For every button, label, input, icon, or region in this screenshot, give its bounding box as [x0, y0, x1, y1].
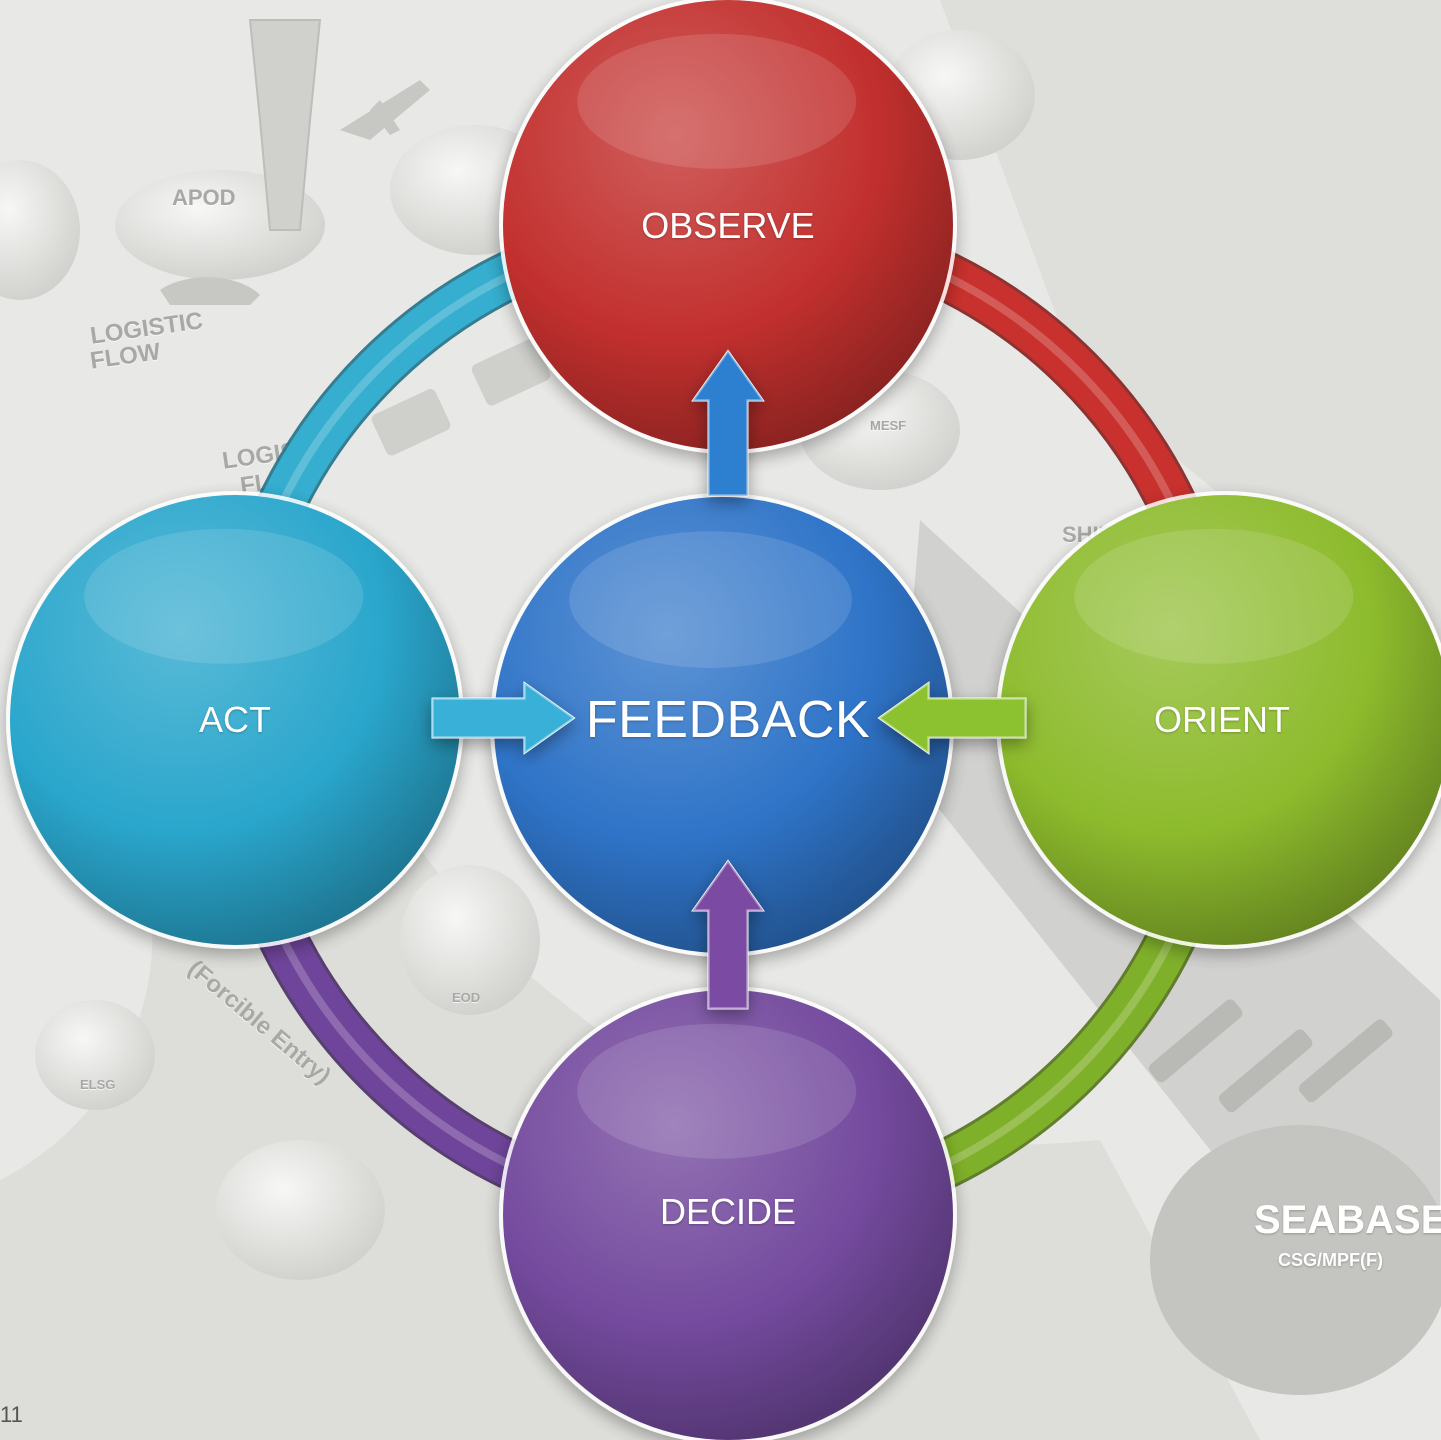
seabase-disc — [1150, 1125, 1441, 1395]
left-disc — [0, 160, 80, 300]
truck-icon-2 — [471, 339, 551, 406]
arrow-center-to-observe-icon — [691, 349, 765, 497]
bg-label-eod: EOD — [452, 990, 481, 1005]
feedback-label: FEEDBACK — [585, 691, 871, 749]
truck-icon-1 — [371, 389, 451, 456]
orient-label: ORIENT — [1153, 699, 1291, 740]
bg-label-seabase: SEABASE — [1254, 1198, 1441, 1242]
arrow-orient-to-center-icon — [877, 681, 1027, 755]
decide-label: DECIDE — [659, 1191, 797, 1232]
helicopter-icon — [160, 277, 260, 305]
control-tower-icon — [248, 19, 322, 231]
act-circle — [6, 491, 464, 949]
bg-label-mesf: MESF — [870, 418, 907, 433]
observe-circle — [499, 0, 957, 454]
observe-label: OBSERVE — [641, 205, 815, 246]
bg-label-elsg: ELSG — [80, 1077, 116, 1092]
feedback-circle — [490, 493, 954, 957]
arrow-decide-to-center-icon — [691, 859, 765, 1010]
ships-group — [1148, 999, 1393, 1113]
act-label: ACT — [199, 699, 271, 740]
arrow-act-to-center-icon — [431, 681, 576, 755]
bg-label-seabase-sub: CSG/MPF(F) — [1278, 1250, 1383, 1270]
decide-circle — [499, 986, 957, 1440]
airplane-icon — [340, 80, 430, 140]
mesf-disc-bottom — [215, 1140, 385, 1280]
page-number: 11 — [0, 1402, 23, 1427]
eod-disc — [400, 865, 540, 1015]
bg-label-apod: APOD — [172, 185, 236, 210]
orient-circle — [996, 491, 1441, 949]
elsg-disc-bottom — [35, 1000, 155, 1110]
